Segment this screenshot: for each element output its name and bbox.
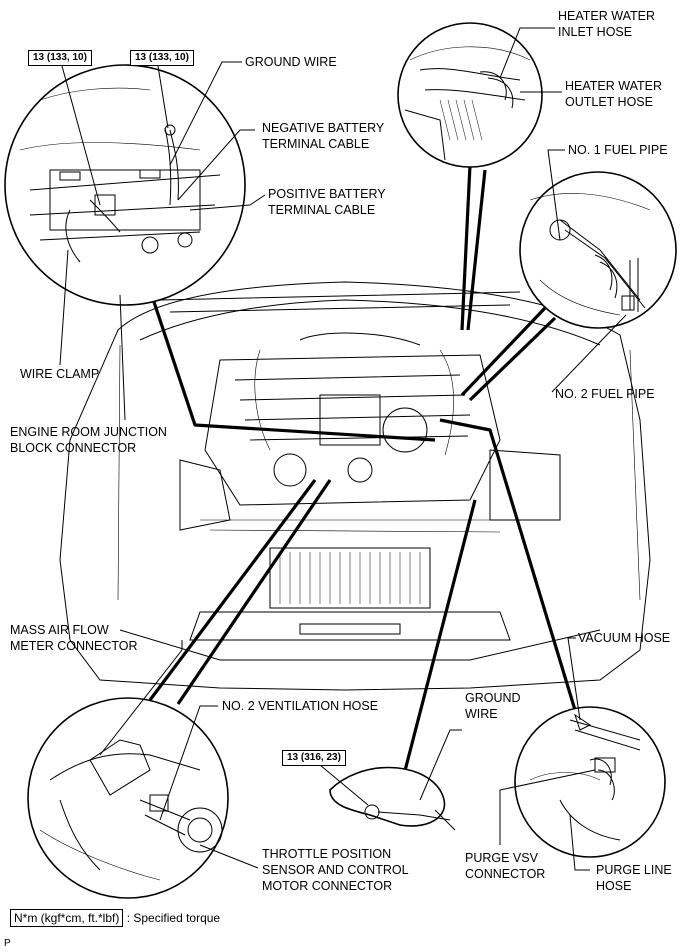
torque-legend: N*m (kgf*cm, ft.*lbf) : Specified torque <box>10 909 220 927</box>
detail-fuel-pipes <box>519 171 677 329</box>
corner-mark: P <box>4 938 11 949</box>
label-no2-fuel-pipe: NO. 2 FUEL PIPE <box>555 387 655 401</box>
detail-throttle <box>27 697 229 899</box>
label-vacuum-hose: VACUUM HOSE <box>578 631 671 645</box>
label-wire-clamp: WIRE CLAMP <box>20 367 100 381</box>
detail-battery <box>4 64 246 306</box>
torque-spec-battery-right: 13 (133, 10) <box>130 50 194 66</box>
engine-compartment <box>59 281 651 691</box>
torque-unit-box: N*m (kgf*cm, ft.*lbf) <box>10 909 124 927</box>
label-no2-ventilation-hose: NO. 2 VENTILATION HOSE <box>222 699 379 713</box>
detail-purge-vsv <box>514 706 666 858</box>
torque-spec-ground-bottom: 13 (316, 23) <box>282 750 346 766</box>
callout-leaders <box>59 27 627 871</box>
torque-legend-text: : Specified torque <box>126 911 221 925</box>
torque-spec-battery-left: 13 (133, 10) <box>28 50 92 66</box>
label-no1-fuel-pipe: NO. 1 FUEL PIPE <box>568 143 668 157</box>
detail-heater-hoses <box>397 22 543 168</box>
detail-ground-bottom <box>329 766 456 831</box>
label-ground-wire-top: GROUND WIRE <box>245 55 337 69</box>
